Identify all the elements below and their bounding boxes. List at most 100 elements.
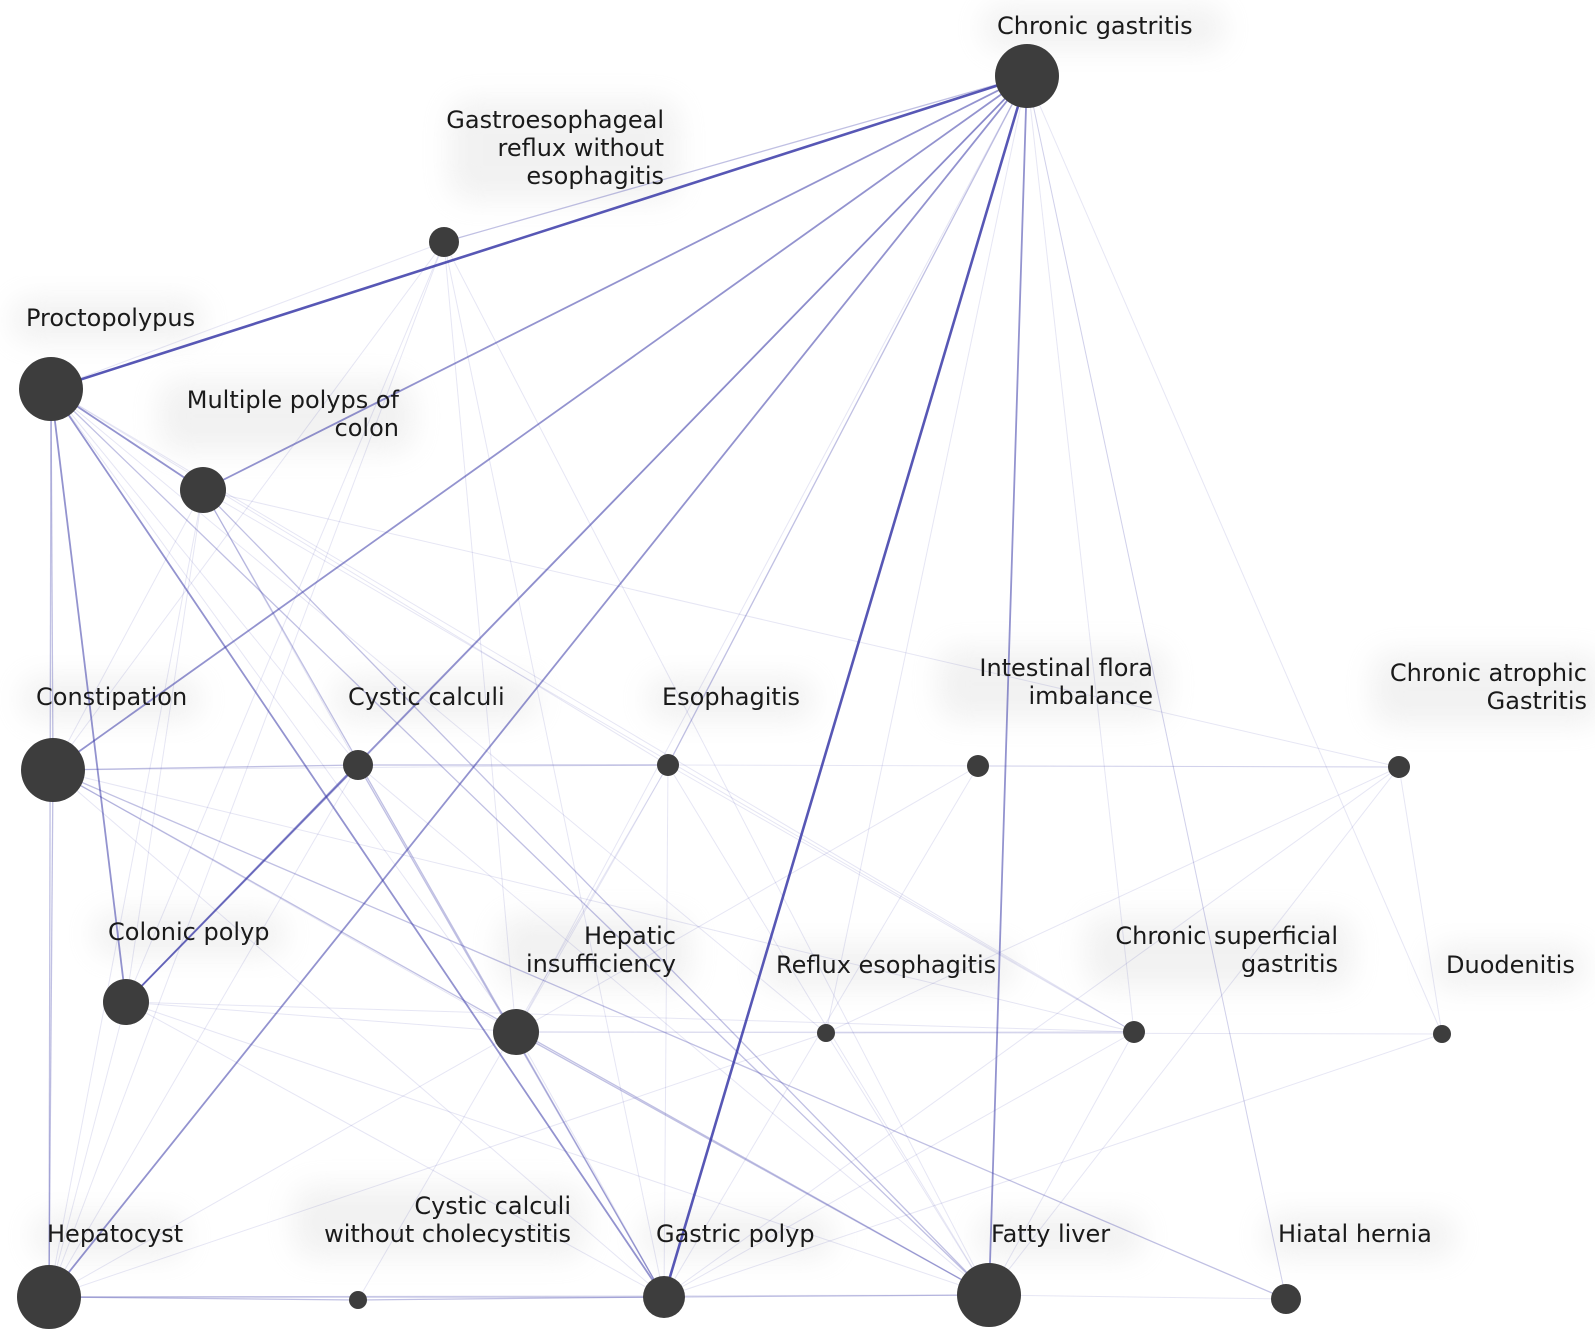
label-esophagitis: Esophagitis [662,683,800,711]
edge-intestinal-flora-imbalance-to-hepatic-insufficiency [515,765,979,1033]
edge-cystic-calculi-to-colonic-polyp [125,764,359,1003]
edge-hepatic-insufficiency-to-duodenitis [515,1031,1443,1035]
label-line: Constipation [36,683,187,711]
edge-reflux-esophagitis-to-chronic-superficial-gastritis [825,1031,1135,1034]
node-chronic-gastritis[interactable] [995,44,1059,108]
node-hepatic-insufficiency[interactable] [493,1009,539,1055]
edge-multiple-polyps-of-colon-to-cystic-calculi [202,489,359,766]
node-chronic-atrophic-gastritis[interactable] [1388,756,1410,778]
label-line: imbalance [1028,682,1153,710]
label-halo-hepatic-insufficiency [498,916,691,988]
edge-fatty-liver-to-hiatal-hernia [988,1294,1287,1300]
node-multiple-polyps-of-colon[interactable] [180,467,226,513]
label-line: Chronic superficial [1115,922,1338,950]
edge-chronic-gastritis-to-gastroesophageal-reflux [443,75,1028,243]
node-esophagitis[interactable] [657,754,679,776]
node-duodenitis[interactable] [1433,1025,1451,1043]
edge-intestinal-flora-imbalance-to-chronic-atrophic-gastritis [977,765,1400,768]
label-halo-hepatocyst [32,1214,187,1258]
label-line: Esophagitis [662,683,800,711]
edge-chronic-gastritis-to-hepatic-insufficiency [515,75,1028,1033]
edge-proctopolypus-to-fatty-liver [50,388,990,1296]
node-gastroesophageal-reflux[interactable] [429,227,459,257]
edge-chronic-atrophic-gastritis-to-duodenitis [1398,766,1443,1035]
label-halo-chronic-gastritis [982,6,1225,50]
edge-chronic-gastritis-to-proctopolypus [50,74,1028,391]
label-constipation: Constipation [36,683,187,711]
edge-proctopolypus-to-hepatic-insufficiency [50,388,517,1033]
node-gastric-polyp[interactable] [643,1276,685,1318]
edge-esophagitis-to-chronic-superficial-gastritis [667,764,1135,1033]
edge-constipation-to-chronic-superficial-gastritis [52,769,1135,1033]
edge-multiple-polyps-of-colon-to-colonic-polyp [125,489,204,1003]
node-hepatocyst[interactable] [17,1265,81,1329]
edge-proctopolypus-to-hepatocyst [48,388,52,1298]
edge-colonic-polyp-to-gastric-polyp [125,1001,665,1298]
edge-hiatal-hernia-to-chronic-gastritis [1026,75,1287,1300]
node-intestinal-flora-imbalance[interactable] [967,755,989,777]
label-line: Duodenitis [1446,951,1575,979]
edge-chronic-gastritis-to-duodenitis [1026,75,1443,1035]
node-layer [17,44,1451,1329]
edge-proctopolypus-to-chronic-superficial-gastritis [50,388,1135,1033]
edge-esophagitis-to-chronic-atrophic-gastritis [667,764,1400,768]
edge-hepatic-insufficiency-to-gastric-polyp [515,1031,665,1298]
edge-gastroesophageal-reflux-to-proctopolypus [50,241,445,390]
edge-layer [48,74,1443,1301]
edge-hepatocyst-to-cystic-calculi-without-cholecystitis [48,1296,359,1301]
node-fatty-liver[interactable] [957,1263,1021,1327]
node-reflux-esophagitis[interactable] [817,1024,835,1042]
label-halo-proctopolypus [11,298,204,342]
edge-constipation-to-hepatic-insufficiency [52,769,517,1033]
node-cystic-calculi[interactable] [343,750,373,780]
edge-chronic-atrophic-gastritis-to-reflux-esophagitis [825,766,1400,1034]
edge-hepatocyst-to-fatty-liver [48,1294,990,1298]
edge-duodenitis-to-gastric-polyp [663,1033,1443,1298]
edge-cystic-calculi-without-cholecystitis-to-gastric-polyp [357,1296,665,1301]
label-halo-fatty-liver [976,1214,1144,1258]
label-line: Chronic gastritis [997,12,1193,40]
edge-reflux-esophagitis-to-fatty-liver [825,1032,990,1296]
label-halo-reflux-esophagitis [761,945,1016,989]
edge-chronic-gastritis-to-multiple-polyps-of-colon [202,75,1028,491]
edge-gastric-polyp-to-fatty-liver [663,1294,990,1298]
edge-colonic-polyp-to-hepatic-insufficiency [125,1001,517,1033]
edge-cystic-calculi-to-hepatocyst [48,764,359,1298]
label-halo-esophagitis [647,677,815,721]
node-colonic-polyp[interactable] [103,979,149,1025]
edge-chronic-gastritis-to-constipation [52,75,1028,771]
edge-gastroesophageal-reflux-to-gastric-polyp [443,241,665,1298]
edge-chronic-gastritis-to-chronic-superficial-gastritis [1026,75,1135,1033]
edge-multiple-polyps-of-colon-to-constipation [52,489,204,771]
label-line: Gastroesophageal [446,106,664,134]
node-hiatal-hernia[interactable] [1271,1284,1301,1314]
label-hiatal-hernia: Hiatal hernia [1278,1220,1432,1248]
edge-constipation-to-hiatal-hernia [52,769,1287,1300]
label-line: Hepatocyst [47,1220,183,1248]
label-line: without cholecystitis [324,1220,571,1248]
edge-constipation-to-hepatocyst [48,769,54,1298]
node-constipation[interactable] [21,738,85,802]
label-chronic-gastritis: Chronic gastritis [997,12,1193,40]
node-proctopolypus[interactable] [19,357,83,421]
label-halo-intestinal-flora-imbalance [938,648,1168,720]
edge-chronic-superficial-gastritis-to-gastric-polyp [663,1031,1135,1298]
node-chronic-superficial-gastritis[interactable] [1123,1021,1145,1043]
label-line: Cystic calculi [414,1192,571,1220]
label-proctopolypus: Proctopolypus [26,304,195,332]
edge-multiple-polyps-of-colon-to-fatty-liver [202,489,990,1296]
label-line: gastritis [1241,950,1338,978]
edge-cystic-calculi-to-fatty-liver [357,764,990,1296]
label-colonic-polyp: Colonic polyp [108,918,270,946]
label-line: Multiple polyps of [187,386,400,414]
edge-proctopolypus-to-gastric-polyp [50,388,665,1298]
node-cystic-calculi-without-cholecystitis[interactable] [349,1291,367,1309]
